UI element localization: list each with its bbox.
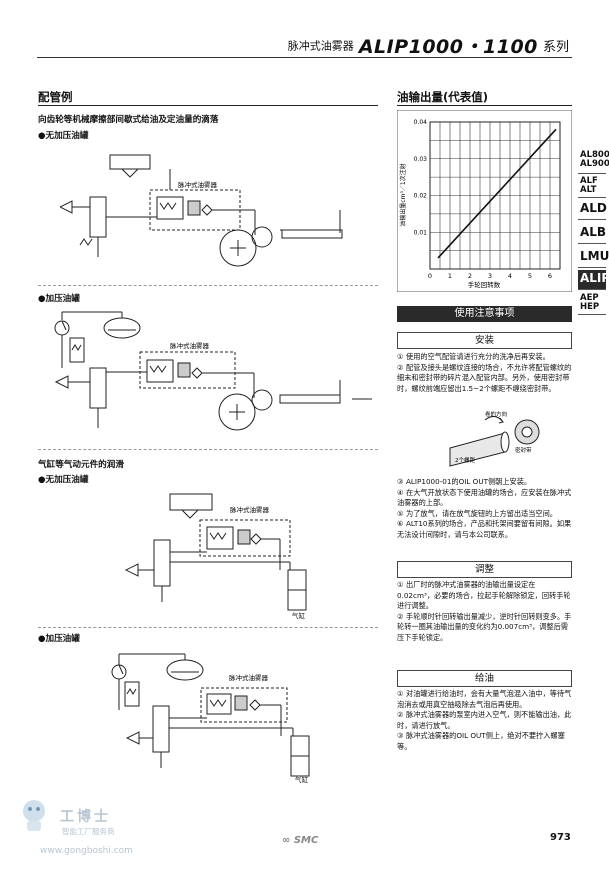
chart-x-tick-label: 4 [508, 272, 512, 280]
cylinder-label-2: 气缸 [295, 775, 309, 783]
notes-header: 使用注意事项 [397, 306, 572, 322]
smc-logo-icon: ∞ [282, 835, 291, 846]
piping-section-rule [38, 105, 378, 106]
chart-x-ticks: 0 1 2 3 4 5 6 [428, 272, 552, 280]
side-tab-alb[interactable]: ALB [578, 224, 606, 244]
chart-y-ticks: 0.04 0.03 0.02 0.01 [414, 119, 428, 236]
header-rule [37, 57, 572, 58]
chart-x-tick-label: 5 [528, 272, 532, 280]
piping-section-title: 配管例 [38, 90, 73, 104]
case-label-3: ●无加压油罐 [38, 475, 89, 485]
fig-label-wind-direction: 卷的方向 [485, 410, 507, 418]
fig-label-seal-tape: 密封带 [515, 446, 532, 454]
side-tab-alf[interactable]: ALF ALT [578, 176, 606, 198]
lubricator-label-3: 脉冲式油雾器 [230, 505, 270, 514]
chart-x-tick-label: 0 [428, 272, 432, 280]
side-tab-alip[interactable]: ALIP [578, 270, 609, 290]
seal-tape-figure: 卷的方向 密封带 2个螺距 [449, 410, 540, 467]
case-divider-3 [38, 627, 378, 628]
piping-diagram-4: 脉冲式油雾器 气缸 [111, 653, 310, 783]
install-heading: 安装 [397, 332, 572, 349]
header-subtitle: 脉冲式油雾器 [287, 39, 354, 53]
cylinder-label-1: 气缸 [292, 611, 306, 620]
watermark [14, 795, 54, 839]
chart-section-rule [397, 105, 572, 106]
page-header: 脉冲式油雾器 ALIP1000・1100 系列 [288, 32, 569, 59]
side-tab-ald[interactable]: ALD [578, 200, 607, 220]
case-label-1: ●无加压油罐 [38, 131, 89, 141]
piping-diagram-1: 脉冲式油雾器 [60, 154, 343, 267]
case-label-2: ●加压油罐 [38, 294, 80, 304]
oil-output-chart: 0.04 0.03 0.02 0.01 0 1 2 3 4 5 6 手轮回转数 油输出量cm³／1… [397, 110, 572, 292]
chart-y-tick-label: 0.03 [414, 156, 428, 163]
watermark-tagline: 智能工厂服务商 [62, 827, 115, 836]
chart-y-axis-label: 油输出量cm³／1次注射 [399, 163, 407, 226]
chart-y-tick-label: 0.02 [414, 193, 428, 200]
case-label-4: ●加压油罐 [38, 634, 80, 644]
lubricator-label-1: 脉冲式油雾器 [178, 180, 218, 189]
chart-y-tick-label: 0.04 [414, 119, 428, 126]
piping-subtitle-gear: 向齿轮等机械摩擦部间歇式给油及定油量的滴落 [38, 115, 219, 125]
piping-diagram-3: 脉冲式油雾器 气缸 [124, 493, 307, 620]
chart-grid [429, 121, 561, 270]
header-series: 系列 [542, 40, 569, 55]
watermark-brand: 工博士 [60, 809, 111, 825]
chart-section-title: 油输出量(代表值) [397, 90, 489, 104]
watermark-url: www.gongboshi.com [40, 846, 133, 856]
chart-series-line [437, 128, 557, 259]
chart-x-axis-label: 手轮回转数 [468, 280, 501, 289]
chart-y-tick-label: 0.01 [414, 229, 428, 236]
side-tab-lmu[interactable]: LMU [578, 248, 609, 268]
piping-subtitle-cylinder: 气缸等气动元件的润滑 [38, 460, 124, 470]
side-tab-al800[interactable]: AL800 AL900 [578, 150, 609, 174]
chart-frame [397, 110, 572, 292]
section-divider [38, 449, 378, 450]
lubricator-label-2: 脉冲式油雾器 [170, 341, 210, 350]
lubricator-label-4: 脉冲式油雾器 [229, 673, 269, 682]
chart-x-tick-label: 6 [548, 272, 552, 280]
side-tab-aep[interactable]: AEP HEP [578, 293, 606, 315]
case-divider-1 [38, 285, 378, 286]
supply-heading: 给油 [397, 670, 572, 687]
smc-logo: ∞ SMC [282, 835, 319, 846]
chart-x-tick-label: 3 [488, 272, 492, 280]
page-number: 973 [550, 832, 571, 843]
header-model: ALIP1000・1100 [358, 36, 538, 58]
adjust-heading: 调整 [397, 561, 572, 578]
fig-label-two-pitch: 2个螺距 [455, 456, 475, 464]
piping-diagram-2: 脉冲式油雾器 [54, 311, 372, 431]
chart-x-tick-label: 2 [468, 272, 472, 280]
watermark-mascot-icon [23, 800, 45, 831]
chart-x-tick-label: 1 [448, 272, 452, 280]
